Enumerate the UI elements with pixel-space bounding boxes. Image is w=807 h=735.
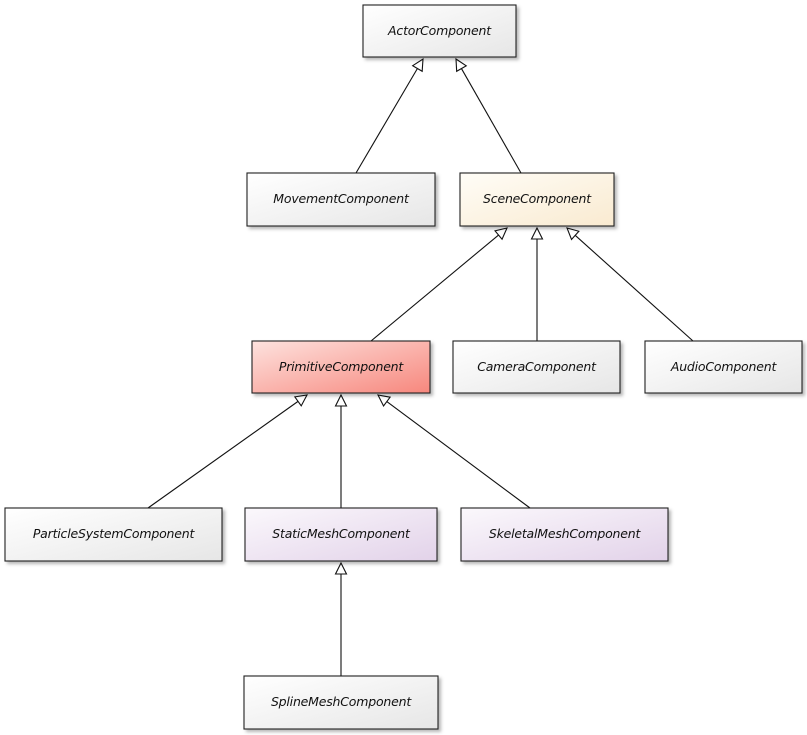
edge-scene-to-actor (455, 57, 522, 174)
node-camera-component-box (452, 340, 621, 394)
inheritance-arrowhead (293, 394, 309, 407)
edge-camera-to-scene (530, 226, 544, 341)
node-particle-system-component-box (4, 507, 223, 562)
inheritance-arrowhead (530, 226, 544, 240)
node-scene-component: SceneComponent (459, 172, 615, 227)
node-movement-component-label: MovementComponent (273, 191, 410, 206)
node-audio-component-label: AudioComponent (670, 359, 778, 374)
node-particle-system-component-label: ParticleSystemComponent (33, 526, 196, 541)
node-scene-component-label: SceneComponent (483, 191, 592, 206)
edge-movement-to-actor (355, 57, 424, 174)
inheritance-arrowhead (566, 227, 580, 241)
node-camera-component: CameraComponent (452, 340, 621, 394)
inheritance-arrowhead (411, 57, 424, 73)
node-camera-component-label: CameraComponent (477, 359, 597, 374)
class-nodes: ActorComponent MovementComponent SceneCo… (4, 4, 803, 730)
node-skeletal-mesh-component-box (460, 507, 669, 562)
node-spline-mesh-component-box (243, 675, 439, 730)
inheritance-arrowhead (494, 227, 508, 241)
node-actor-component-label: ActorComponent (387, 23, 492, 38)
node-static-mesh-component-box (244, 507, 438, 562)
edge-particle-to-primitive (147, 394, 309, 509)
node-scene-component-box (459, 172, 615, 227)
node-spline-mesh-component-label: SplineMeshComponent (271, 694, 412, 709)
inheritance-arrowhead (455, 57, 468, 73)
node-movement-component-box (246, 172, 436, 227)
node-spline-mesh-component: SplineMeshComponent (243, 675, 439, 730)
node-movement-component: MovementComponent (246, 172, 436, 227)
edge-line (460, 68, 522, 174)
edge-line (147, 400, 299, 509)
node-audio-component-box (644, 340, 803, 394)
node-audio-component: AudioComponent (644, 340, 803, 394)
node-primitive-component: PrimitiveComponent (251, 340, 431, 394)
inheritance-arrowhead (334, 393, 348, 407)
edge-audio-to-scene (566, 227, 694, 342)
inheritance-arrowhead (377, 394, 392, 408)
edge-skeletalmesh-to-primitive (377, 394, 531, 509)
edge-primitive-to-scene (370, 227, 508, 342)
node-primitive-component-label: PrimitiveComponent (279, 359, 405, 374)
edge-line (386, 401, 531, 509)
node-skeletal-mesh-component-label: SkeletalMeshComponent (489, 526, 642, 541)
inheritance-arrowhead (334, 561, 348, 575)
edge-line (355, 68, 418, 174)
node-skeletal-mesh-component: SkeletalMeshComponent (460, 507, 669, 562)
node-static-mesh-component-label: StaticMeshComponent (272, 526, 411, 541)
node-actor-component: ActorComponent (362, 4, 517, 58)
edge-line (574, 234, 694, 342)
edge-staticmesh-to-primitive (334, 393, 348, 508)
edge-splinemesh-to-staticmesh (334, 561, 348, 676)
node-actor-component-box (362, 4, 517, 58)
node-static-mesh-component: StaticMeshComponent (244, 507, 438, 562)
node-particle-system-component: ParticleSystemComponent (4, 507, 223, 562)
edge-line (370, 234, 499, 342)
inheritance-edges (147, 57, 694, 676)
node-primitive-component-box (251, 340, 431, 394)
